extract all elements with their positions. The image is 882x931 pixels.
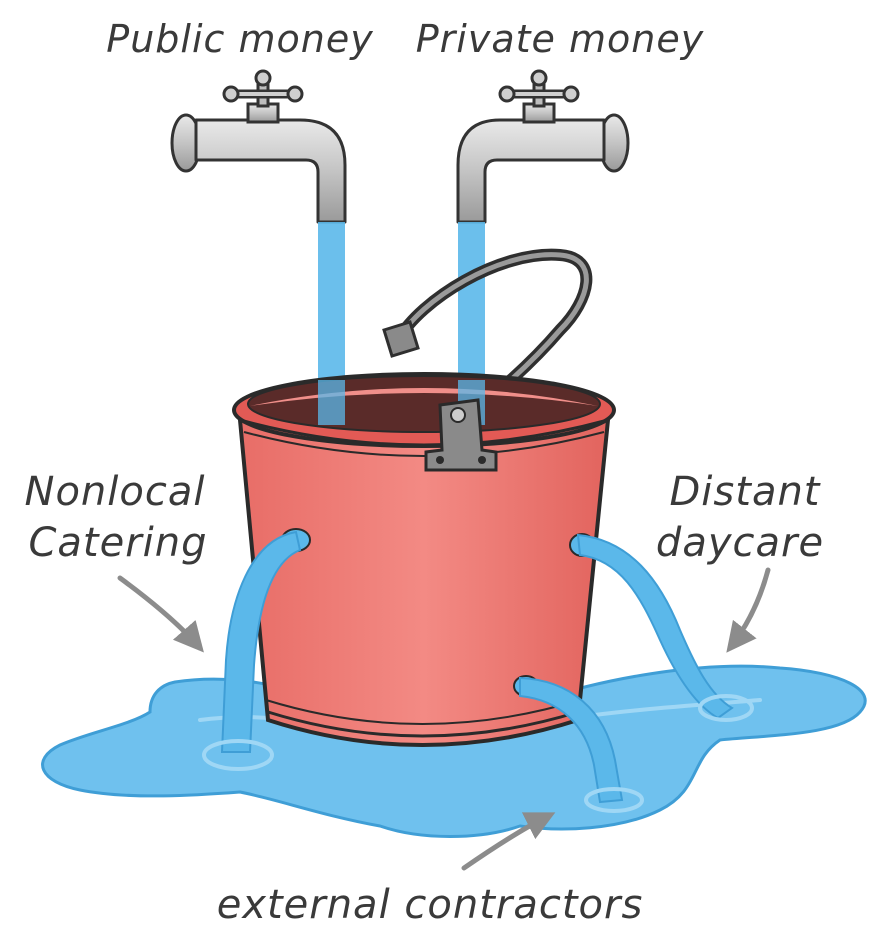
daycare-label-line2: daycare	[656, 520, 824, 566]
nonlocal-catering-arrow	[117, 575, 204, 653]
catering-label-line2: Catering	[28, 520, 207, 566]
public-money-tap	[170, 69, 347, 224]
external-contractors-leak	[519, 676, 624, 804]
nonlocal-catering-leak	[220, 530, 302, 753]
private-money-tap	[456, 69, 630, 224]
distant-label-line1: Distant	[670, 469, 821, 515]
nonlocal-label-line1: Nonlocal	[25, 469, 206, 515]
handle-clasp	[424, 398, 498, 472]
bucket-handle	[382, 248, 593, 418]
external-contractors-arrow	[461, 812, 556, 871]
external-contractors-label: external contractors	[217, 882, 644, 928]
public-money-label: Public money	[106, 17, 373, 61]
bottom-splash	[584, 787, 644, 813]
public-money-stream-inner	[318, 380, 345, 425]
right-splash	[698, 694, 754, 722]
private-money-label: Private money	[416, 17, 704, 61]
left-splash	[202, 739, 274, 771]
distant-daycare-arrow	[726, 567, 771, 653]
